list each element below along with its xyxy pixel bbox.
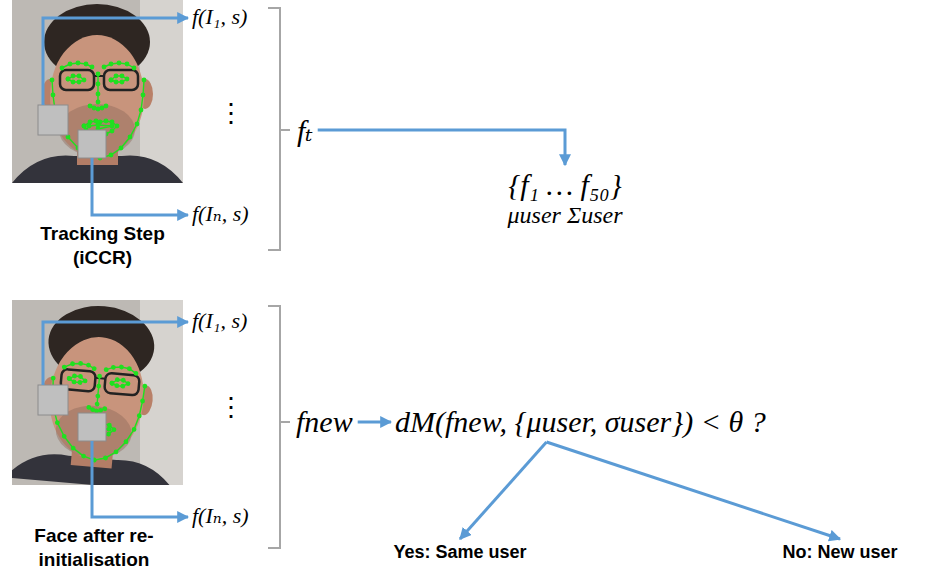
image-patch [78,413,106,441]
node-text: fnew [296,405,353,439]
feature-set: {f₁ … f₅₀}μuser Σuser [505,166,626,231]
node-text: No: New user [782,542,897,563]
grouping-bracket [268,306,290,548]
image-patch [38,385,68,415]
image-caption: Tracking Step (iCCR) [20,222,185,270]
flow-arrow [460,442,547,539]
distance-test: dM(fnew, {μuser, σuser}) < θ ? [392,403,769,441]
node-text: Yes: Same user [393,542,526,563]
face-figure [12,4,183,183]
image-caption: Face after re-initialisation [8,524,180,572]
feature-leader [92,158,188,215]
ellipsis-mark: ⋮ [218,98,244,129]
patch-feature: f(Iₙ, s) [192,201,249,227]
patch-feature: f(I₁, s) [192,308,247,334]
grouping-bracket [268,8,290,250]
feature-leader [43,18,188,105]
flow-arrow [358,421,391,424]
flow-arrow [318,130,565,165]
node-text: {f₁ … f₅₀} [508,168,623,202]
ellipsis-mark: ⋮ [218,392,244,423]
node-text: dM(fnew, {μuser, σuser}) < θ ? [395,405,766,439]
image-patch [38,105,68,135]
face-photo [12,0,183,183]
feature-leader [92,441,188,517]
feature-vector: fnew [293,403,356,441]
decision-outcome: No: New user [779,540,900,565]
decision-outcome: Yes: Same user [390,540,529,565]
node-subtext: μuser Σuser [508,202,623,229]
patch-feature: f(Iₙ, s) [192,503,249,529]
feature-leader [43,322,188,385]
patch-feature: f(I₁, s) [192,4,247,30]
image-patch [78,130,106,158]
photo-background [12,0,183,183]
flow-arrow [547,442,841,539]
feature-vector: fₜ [294,111,316,150]
face-figure [12,300,183,485]
node-text: fₜ [297,113,313,148]
face-photo [12,300,183,485]
